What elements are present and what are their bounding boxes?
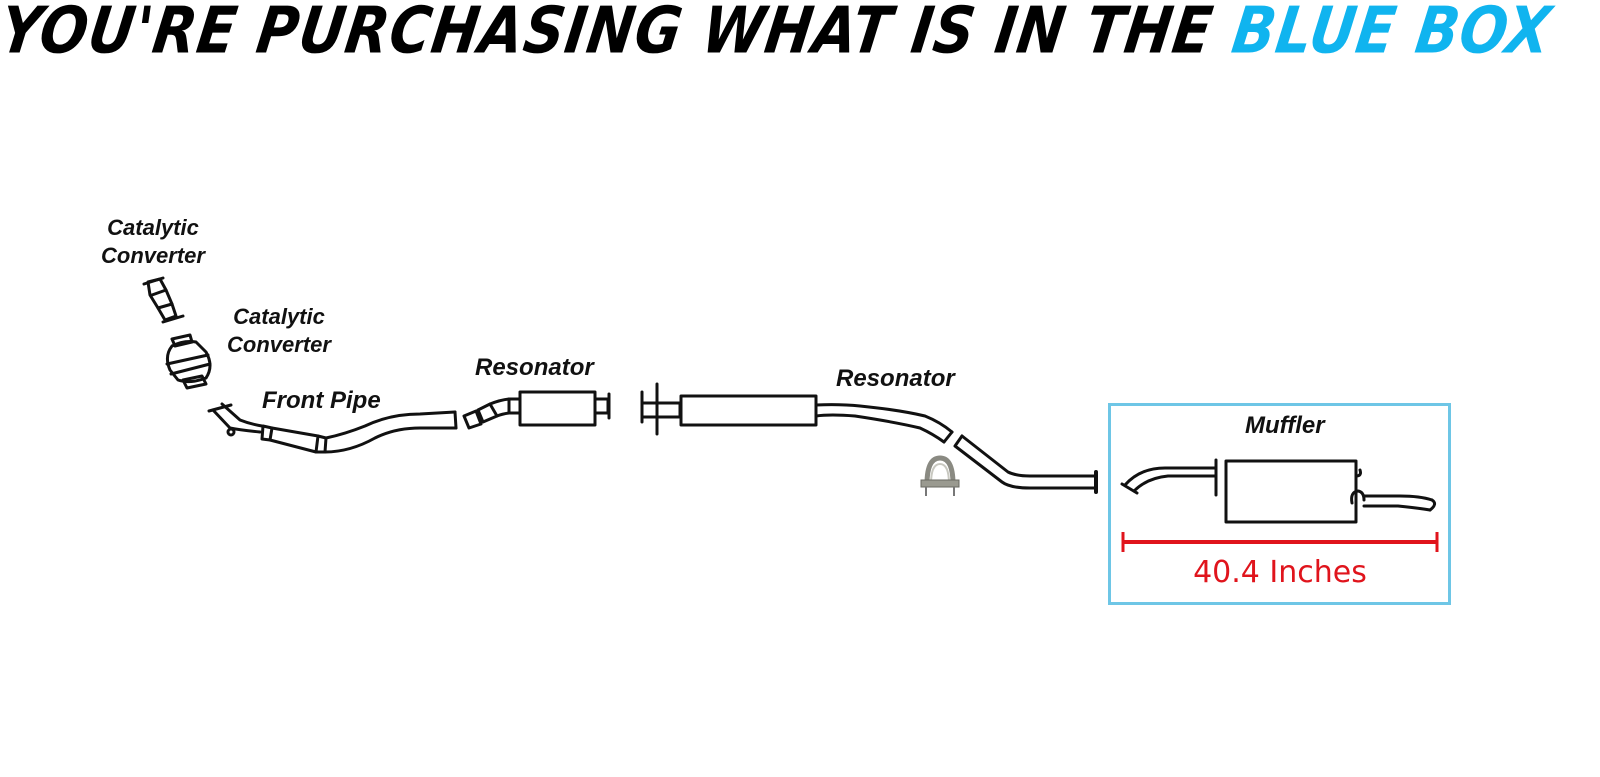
measurement-text: 40.4 Inches [1193,555,1367,590]
label-line: Catalytic [233,304,325,329]
measurement-line [1121,532,1439,552]
catalytic-converter-1-icon [142,276,185,324]
muffler-icon [1120,458,1437,524]
label-line: Converter [227,332,331,357]
resonator-1-label: Resonator [475,354,594,381]
pipe-connector-icon [462,397,511,430]
front-pipe-label: Front Pipe [262,387,381,414]
catalytic-converter-2-icon [165,333,212,390]
front-pipe-icon [207,402,458,454]
muffler-label: Muffler [1245,412,1325,439]
intermediate-pipe-icon [953,434,1098,494]
catalytic-converter-2-label: Catalytic Converter [214,303,344,359]
resonator-2-label: Resonator [836,365,955,392]
catalytic-converter-1-label: Catalytic Converter [88,214,218,270]
resonator-2-icon [640,382,954,444]
resonator-1-icon [507,390,611,427]
highlight-box [1108,403,1451,605]
label-line: Converter [101,243,205,268]
exhaust-clamp-icon [920,455,960,496]
label-line: Catalytic [107,215,199,240]
